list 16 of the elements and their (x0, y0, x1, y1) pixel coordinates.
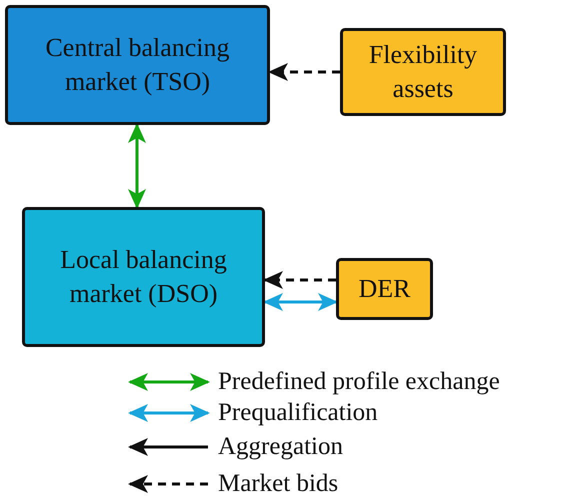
legend-text: Market bids (218, 471, 338, 496)
process-box (340, 28, 506, 116)
arrow (268, 63, 340, 81)
arrow (128, 123, 146, 209)
legend-text: Aggregation (218, 434, 343, 459)
process-box (22, 207, 265, 347)
legend-text: Predefined profile exchange (218, 369, 500, 394)
arrow (263, 293, 338, 311)
node-label: DER (358, 273, 412, 306)
arrow (263, 271, 336, 289)
node-label: Flexibility assets (368, 39, 478, 105)
process-box (336, 258, 433, 320)
node-label: Local balancing market (DSO) (59, 244, 228, 310)
legend-text: Prequalification (218, 400, 378, 425)
node-label: Central balancing market (TSO) (44, 32, 231, 98)
process-box (5, 5, 270, 125)
